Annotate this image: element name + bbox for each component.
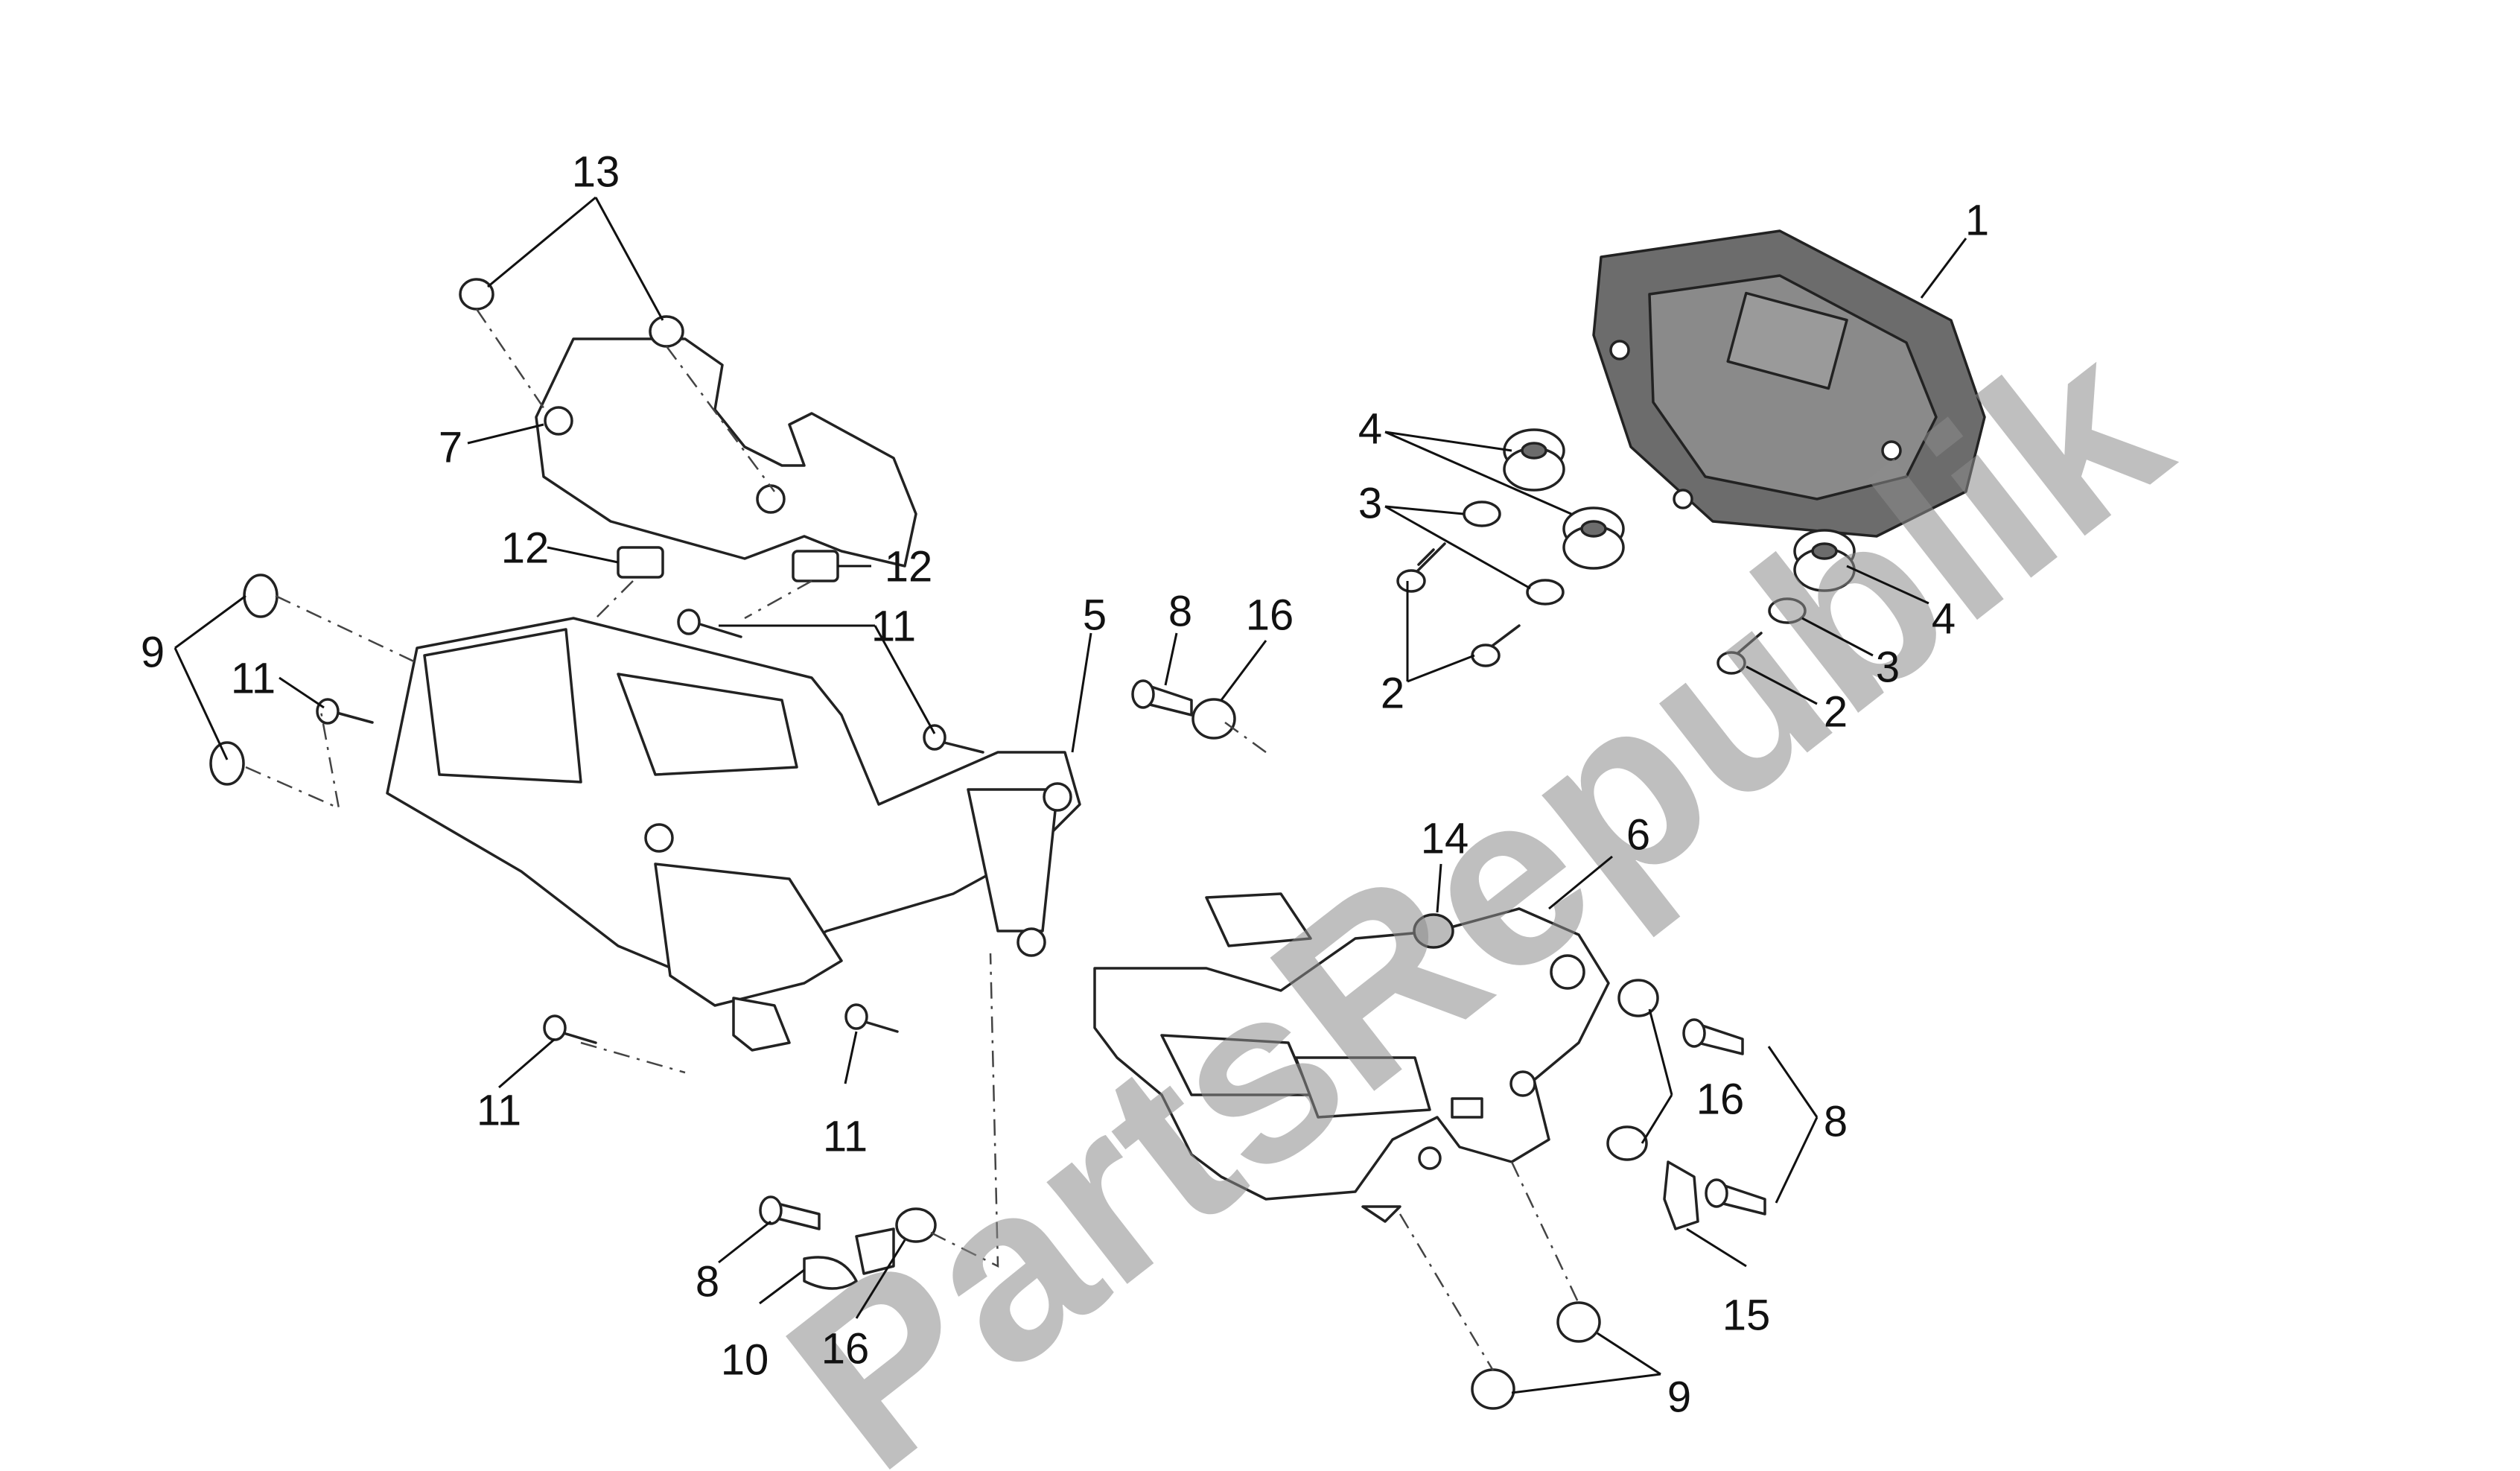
callout-11-top: 11 xyxy=(871,602,916,650)
grommet-middle xyxy=(1562,506,1625,570)
callout-3-right: 3 xyxy=(1876,643,1900,691)
callout-2-left: 2 xyxy=(1381,669,1404,717)
part-1-instrument-panel xyxy=(1592,229,1986,538)
callout-7: 7 xyxy=(439,423,462,471)
part-2-screws xyxy=(1396,542,1763,675)
part-14-plug xyxy=(1413,913,1454,949)
callout-8-right: 8 xyxy=(1824,1097,1848,1146)
part-4-grommets xyxy=(1503,428,1856,592)
grommet-upper xyxy=(1503,428,1565,492)
callout-8-bottom: 8 xyxy=(696,1257,719,1306)
callout-13: 13 xyxy=(572,147,620,196)
grommet-right xyxy=(1793,529,1856,592)
leader-lines xyxy=(174,196,1967,1394)
callout-15: 15 xyxy=(1722,1291,1771,1339)
callout-10: 10 xyxy=(721,1335,769,1384)
part-16-spacers xyxy=(895,698,1659,1243)
callout-12-right: 12 xyxy=(885,542,933,591)
callout-labels: 1 4 3 2 4 3 2 5 8 16 6 14 13 7 12 12 11 … xyxy=(141,147,1989,1421)
callout-4-left: 4 xyxy=(1358,404,1382,453)
part-5-left-frame xyxy=(386,617,1081,1052)
callout-8-top: 8 xyxy=(1168,587,1192,635)
part-10-15-clips xyxy=(803,1160,1699,1290)
callout-4-right: 4 xyxy=(1932,594,1956,643)
part-6-right-frame xyxy=(1093,892,1610,1223)
part-8-bolts xyxy=(759,679,1766,1230)
part-3-washers xyxy=(1463,501,1807,624)
callout-12-left: 12 xyxy=(501,524,550,572)
part-7-upper-cover xyxy=(535,337,917,568)
part-9-caps xyxy=(209,574,1601,1410)
callout-11-left: 11 xyxy=(231,654,276,702)
assembly-guide-lines xyxy=(245,308,1580,1371)
callout-11-bottom-mid: 11 xyxy=(823,1112,868,1160)
callout-16-bottom: 16 xyxy=(821,1324,870,1373)
callout-16-right: 16 xyxy=(1696,1075,1745,1123)
callout-16-top: 16 xyxy=(1246,591,1294,639)
callout-5: 5 xyxy=(1083,591,1107,639)
callout-11-bottom-left: 11 xyxy=(477,1086,521,1134)
callout-3-left: 3 xyxy=(1358,479,1382,527)
callout-6: 6 xyxy=(1626,810,1650,859)
callout-9-left: 9 xyxy=(141,628,165,676)
callout-14: 14 xyxy=(1421,814,1469,862)
callout-9-right: 9 xyxy=(1667,1373,1691,1421)
callout-2-right: 2 xyxy=(1824,687,1848,736)
callout-1: 1 xyxy=(1965,196,1989,244)
